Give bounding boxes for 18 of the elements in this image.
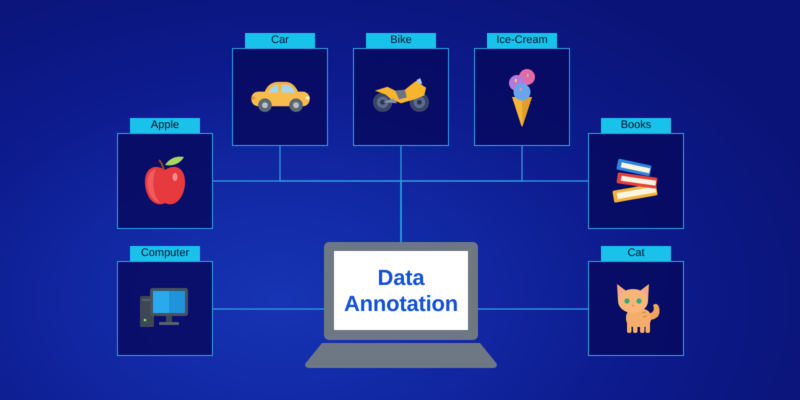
connector-line bbox=[400, 180, 588, 242]
category-label: Books bbox=[601, 118, 671, 133]
category-label: Car bbox=[245, 33, 315, 48]
category-card bbox=[588, 246, 684, 356]
screen-title: Data Annotation bbox=[342, 264, 460, 316]
connector-line bbox=[213, 308, 324, 310]
category-card bbox=[353, 33, 449, 146]
category-card bbox=[474, 33, 570, 146]
category-label: Bike bbox=[366, 33, 436, 48]
category-card bbox=[232, 33, 328, 146]
category-label: Apple bbox=[130, 118, 200, 133]
category-card bbox=[117, 118, 213, 229]
category-label: Cat bbox=[601, 246, 671, 261]
category-card bbox=[117, 246, 213, 356]
category-label: Computer bbox=[130, 246, 200, 261]
connector-line bbox=[478, 308, 588, 310]
category-label: Ice-Cream bbox=[487, 33, 557, 48]
category-card bbox=[588, 118, 684, 229]
